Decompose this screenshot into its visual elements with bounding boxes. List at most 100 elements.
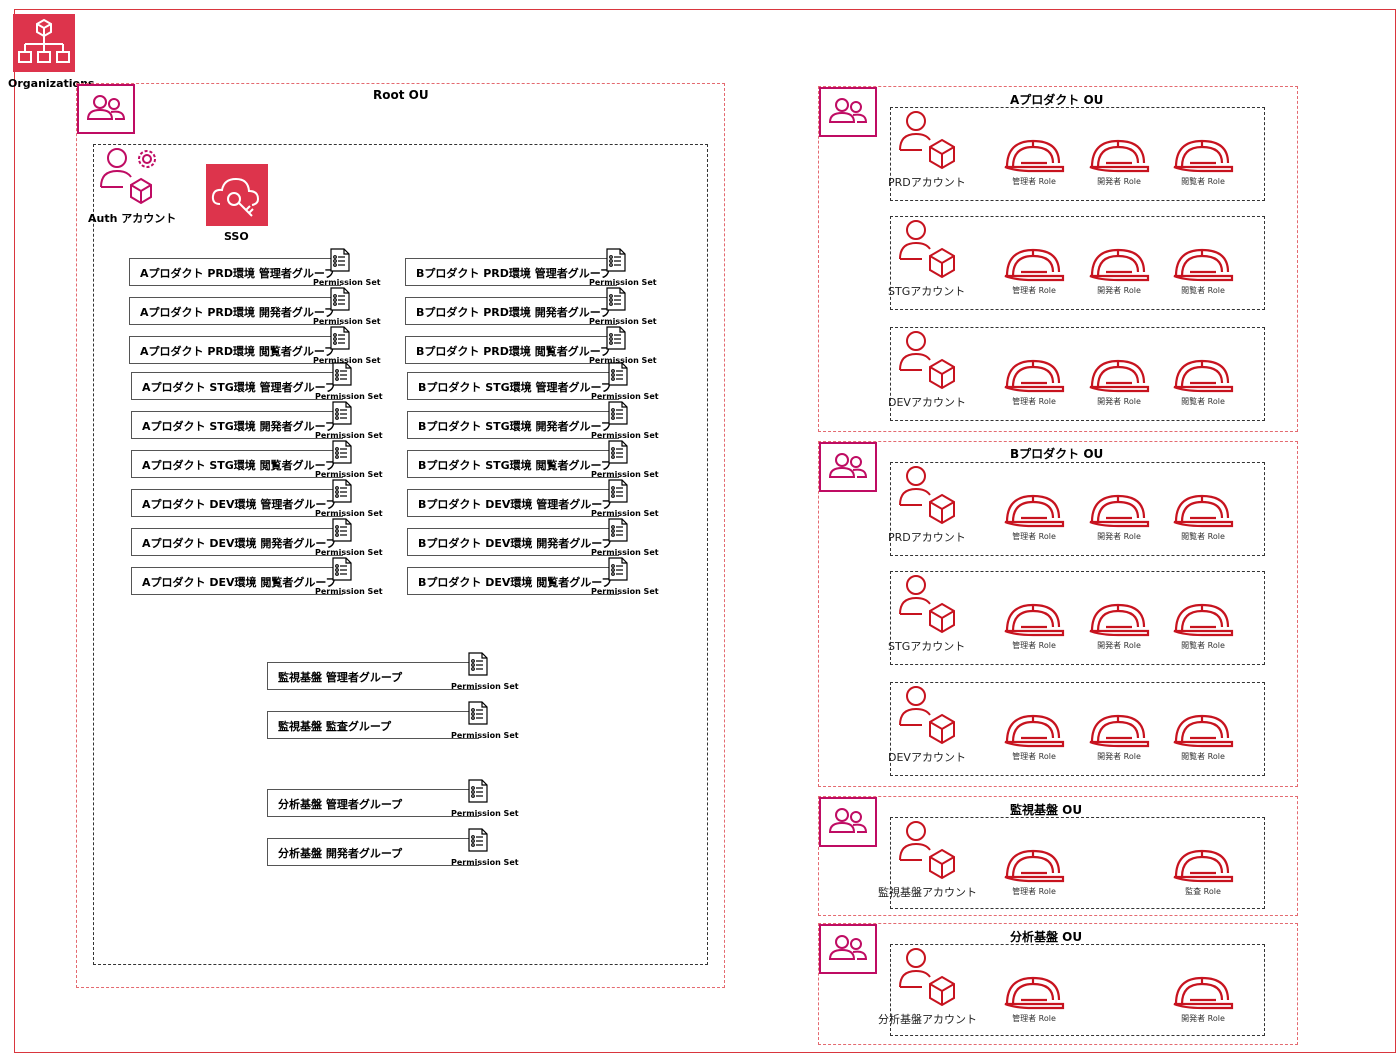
permission-set-label: Permission Set xyxy=(451,731,519,740)
permission-group: 分析基盤 開発者グループ xyxy=(267,838,479,866)
permission-set-icon xyxy=(607,557,629,585)
permission-group: Bプロダクト PRD環境 閲覧者グループ xyxy=(405,336,617,364)
account-label: DEVアカウント xyxy=(888,751,966,764)
root-ou-icon xyxy=(77,84,135,134)
account-boundary xyxy=(890,682,1265,776)
account-boundary xyxy=(890,944,1265,1036)
permission-set-label: Permission Set xyxy=(315,470,383,479)
ou-title: 監視基盤 OU xyxy=(1010,803,1083,817)
iam-role-icon xyxy=(1172,845,1234,889)
permission-group: Bプロダクト STG環境 閲覧者グループ xyxy=(407,450,619,478)
permission-group-label: Aプロダクト DEV環境 開発者グループ xyxy=(142,537,337,550)
iam-role-icon xyxy=(1003,244,1065,288)
permission-set-icon xyxy=(467,652,489,680)
iam-role-icon xyxy=(1003,490,1065,534)
permission-set-label: Permission Set xyxy=(451,809,519,818)
permission-set-icon xyxy=(605,326,627,354)
account-boundary xyxy=(890,216,1265,310)
permission-group: Aプロダクト STG環境 管理者グループ xyxy=(131,372,343,400)
permission-set-icon xyxy=(467,779,489,807)
permission-group: 分析基盤 管理者グループ xyxy=(267,789,479,817)
permission-set-label: Permission Set xyxy=(591,470,659,479)
permission-group-label: 監視基盤 管理者グループ xyxy=(278,671,403,684)
permission-set-icon xyxy=(329,248,351,276)
permission-group: Bプロダクト DEV環境 管理者グループ xyxy=(407,489,619,517)
permission-set-label: Permission Set xyxy=(313,278,381,287)
iam-role-label: 開発者 Role xyxy=(1097,532,1141,541)
iam-role-icon xyxy=(1088,490,1150,534)
iam-role-label: 管理者 Role xyxy=(1012,1014,1056,1023)
account-icon xyxy=(896,945,958,1011)
sso-icon xyxy=(206,164,268,226)
ou-icon xyxy=(819,797,877,847)
iam-role-label: 閲覧者 Role xyxy=(1181,752,1225,761)
permission-set-icon xyxy=(331,362,353,390)
iam-role-icon xyxy=(1003,845,1065,889)
permission-set-label: Permission Set xyxy=(591,509,659,518)
iam-role-label: 監査 Role xyxy=(1185,887,1221,896)
iam-role-label: 開発者 Role xyxy=(1097,286,1141,295)
permission-group-label: Bプロダクト DEV環境 閲覧者グループ xyxy=(418,576,613,589)
auth-account-icon xyxy=(97,145,159,211)
permission-set-icon xyxy=(467,701,489,729)
permission-group-label: Bプロダクト PRD環境 開発者グループ xyxy=(416,306,612,319)
permission-group-label: Aプロダクト PRD環境 開発者グループ xyxy=(140,306,336,319)
iam-role-label: 開発者 Role xyxy=(1097,752,1141,761)
permission-group-label: Bプロダクト STG環境 開発者グループ xyxy=(418,420,612,433)
permission-group: Bプロダクト PRD環境 開発者グループ xyxy=(405,297,617,325)
account-label: 監視基盤アカウント xyxy=(878,886,977,899)
permission-set-label: Permission Set xyxy=(451,858,519,867)
permission-group-label: Bプロダクト DEV環境 開発者グループ xyxy=(418,537,613,550)
permission-group: Aプロダクト DEV環境 管理者グループ xyxy=(131,489,343,517)
account-icon xyxy=(896,572,958,638)
permission-group: Aプロダクト STG環境 開発者グループ xyxy=(131,411,343,439)
account-label: PRDアカウント xyxy=(888,176,966,189)
permission-set-icon xyxy=(329,287,351,315)
iam-role-label: 開発者 Role xyxy=(1097,177,1141,186)
account-label: DEVアカウント xyxy=(888,396,966,409)
iam-role-label: 開発者 Role xyxy=(1181,1014,1225,1023)
permission-group: Aプロダクト DEV環境 閲覧者グループ xyxy=(131,567,343,595)
permission-set-icon xyxy=(607,362,629,390)
iam-role-label: 管理者 Role xyxy=(1012,887,1056,896)
account-icon xyxy=(896,217,958,283)
iam-role-icon xyxy=(1003,355,1065,399)
auth-account-boundary xyxy=(93,144,708,965)
ou-boundary xyxy=(818,441,1298,787)
iam-role-label: 閲覧者 Role xyxy=(1181,286,1225,295)
permission-set-icon xyxy=(607,518,629,546)
iam-role-icon xyxy=(1003,710,1065,754)
permission-set-label: Permission Set xyxy=(589,278,657,287)
permission-set-label: Permission Set xyxy=(591,587,659,596)
permission-group-label: Aプロダクト STG環境 閲覧者グループ xyxy=(142,459,336,472)
iam-role-icon xyxy=(1172,710,1234,754)
permission-group-label: Bプロダクト PRD環境 閲覧者グループ xyxy=(416,345,612,358)
account-boundary xyxy=(890,107,1265,201)
permission-group: Aプロダクト STG環境 閲覧者グループ xyxy=(131,450,343,478)
ou-icon xyxy=(819,924,877,974)
iam-role-label: 管理者 Role xyxy=(1012,286,1056,295)
permission-group-label: Bプロダクト DEV環境 管理者グループ xyxy=(418,498,613,511)
iam-role-icon xyxy=(1172,972,1234,1016)
permission-set-icon xyxy=(331,479,353,507)
permission-group: Bプロダクト STG環境 開発者グループ xyxy=(407,411,619,439)
permission-group: Bプロダクト STG環境 管理者グループ xyxy=(407,372,619,400)
permission-group-label: Bプロダクト STG環境 閲覧者グループ xyxy=(418,459,612,472)
account-boundary xyxy=(890,462,1265,556)
permission-group: Aプロダクト PRD環境 閲覧者グループ xyxy=(129,336,341,364)
account-icon xyxy=(896,108,958,174)
permission-set-icon xyxy=(331,440,353,468)
account-icon xyxy=(896,328,958,394)
ou-title: 分析基盤 OU xyxy=(1010,930,1083,944)
iam-role-label: 管理者 Role xyxy=(1012,641,1056,650)
permission-set-icon xyxy=(331,518,353,546)
permission-set-label: Permission Set xyxy=(313,317,381,326)
permission-group-label: 分析基盤 開発者グループ xyxy=(278,847,403,860)
permission-set-icon xyxy=(605,248,627,276)
account-boundary xyxy=(890,817,1265,909)
permission-set-label: Permission Set xyxy=(315,587,383,596)
iam-role-icon xyxy=(1172,355,1234,399)
permission-set-label: Permission Set xyxy=(591,431,659,440)
permission-set-label: Permission Set xyxy=(315,431,383,440)
organization-boundary xyxy=(14,9,1396,1053)
